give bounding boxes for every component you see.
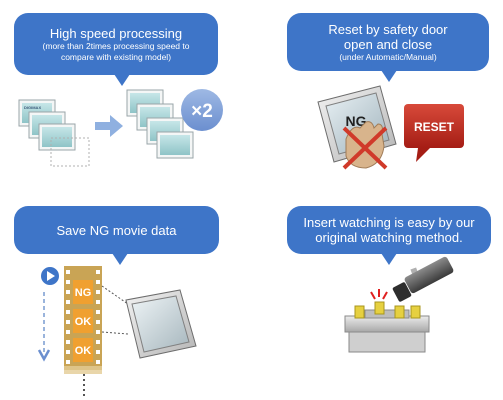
reset-button-illustration [404, 104, 464, 162]
connector-dots [101, 285, 129, 335]
reset-illustration: NG RESET [317, 85, 464, 170]
callout-tail [112, 253, 128, 265]
alert-ray-icon [370, 289, 388, 300]
frame-label-ng: NG [75, 287, 92, 299]
screen-stack-right [126, 89, 194, 159]
callout-tail [381, 70, 397, 82]
callout-subtitle: (under Automatic/Manual) [339, 51, 437, 62]
scroll-down-arrow-icon [37, 292, 51, 362]
callout-subtitle: (more than 2times processing speed to co… [42, 40, 190, 62]
frame-label-ok: OK [75, 345, 92, 357]
callout-high-speed-processing: High speed processing (more than 2times … [14, 13, 218, 86]
callout-title: Insert watching is easy by our original … [303, 215, 475, 245]
callout-title: Save NG movie data [56, 222, 177, 238]
prohibited-cross-icon [342, 126, 388, 170]
callout-tail [114, 74, 130, 86]
save-ng-illustration: NG OK OK [37, 265, 197, 396]
inspection-platform [344, 301, 430, 353]
ng-label: NG [346, 113, 367, 129]
callout-tail [381, 253, 397, 265]
callout-reset-safety-door: Reset by safety door open and close (und… [287, 13, 489, 82]
callout-title: High speed processing [49, 25, 183, 41]
callout-save-ng-movie: Save NG movie data [14, 206, 219, 265]
multiplier-badge [181, 89, 223, 131]
insert-watching-illustration [344, 256, 454, 353]
multiplier-label: ×2 [191, 101, 213, 122]
reset-label: RESET [414, 120, 455, 134]
callout-title: Reset by safety door open and close [328, 21, 448, 52]
screen-label: DIGIMAX [24, 105, 41, 110]
camera-icon [392, 256, 454, 302]
high-speed-illustration: DIGIMAX ×2 [18, 89, 223, 167]
film-strip [64, 266, 102, 374]
frame-label-ok: OK [75, 316, 92, 328]
tablet-device [125, 289, 197, 359]
arrow-right-icon [95, 115, 123, 137]
screen-stack-left [18, 99, 90, 167]
callout-insert-watching: Insert watching is easy by our original … [287, 206, 491, 265]
